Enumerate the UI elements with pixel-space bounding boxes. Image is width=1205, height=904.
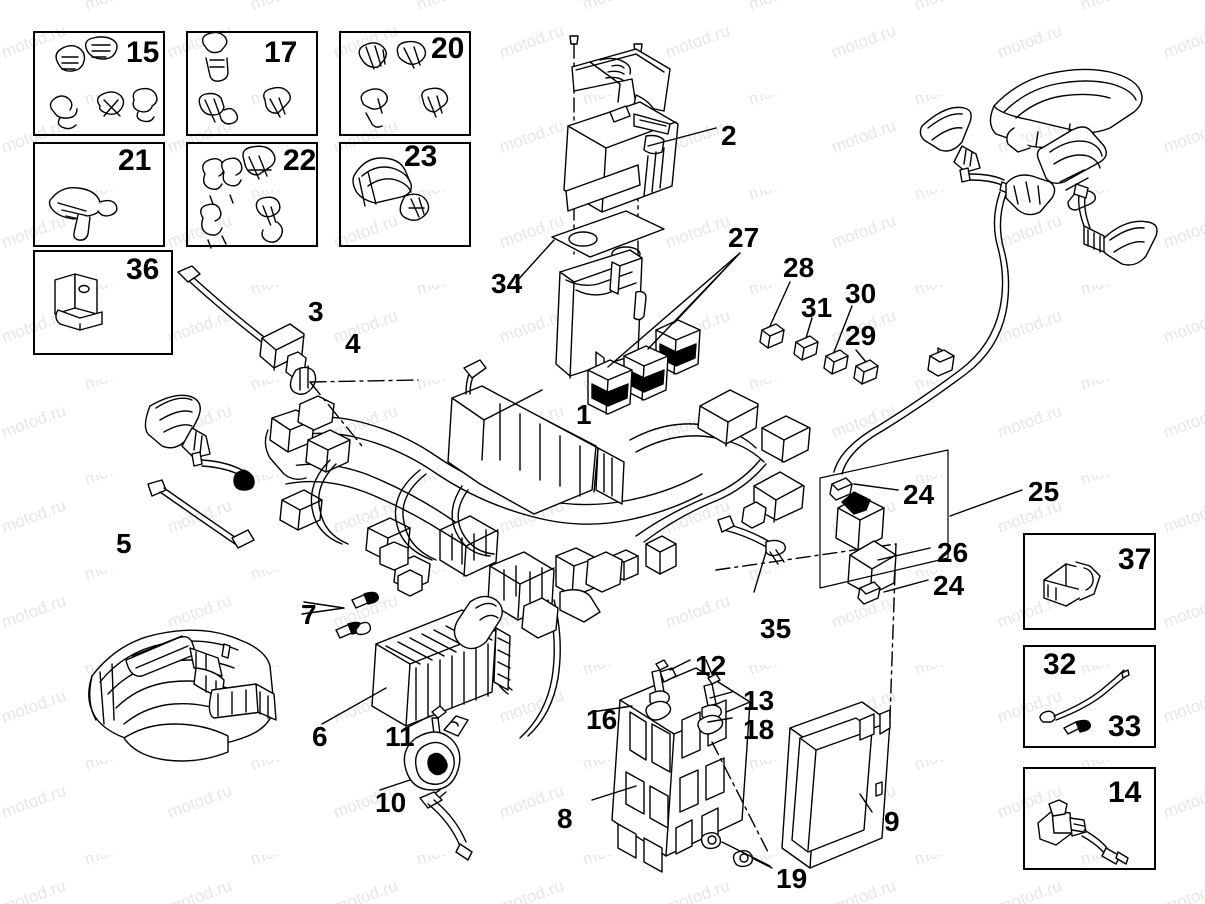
part-number-34: 34	[491, 268, 523, 299]
taillight-assembly	[833, 68, 1158, 475]
callout-box-15[interactable]	[33, 31, 165, 136]
fuse-box-8	[591, 667, 751, 873]
part-number-8: 8	[557, 803, 573, 834]
callout-box-21[interactable]	[33, 142, 165, 247]
part-number-7: 7	[301, 599, 317, 630]
main-harness	[264, 359, 811, 739]
part-number-10: 10	[375, 787, 407, 818]
part-number-30: 30	[845, 278, 877, 309]
part-number-35: 35	[760, 613, 792, 644]
part-number-9: 9	[884, 806, 900, 837]
relay-group-27	[587, 252, 741, 415]
part-number-29: 29	[845, 320, 877, 351]
part-number-26: 26	[937, 537, 969, 568]
callout-box-36[interactable]	[33, 250, 173, 355]
callout-box-23[interactable]	[339, 142, 471, 247]
part-number-11: 11	[385, 721, 415, 752]
part-number-1: 1	[576, 399, 592, 430]
voltage-regulator	[301, 591, 511, 735]
callout-box-17[interactable]	[186, 31, 318, 136]
part-number-16: 16	[586, 704, 618, 735]
part-number-2: 2	[721, 120, 737, 151]
part-number-31: 31	[801, 292, 833, 323]
part-number-19: 19	[776, 863, 808, 894]
throttle-lever-group	[453, 551, 623, 650]
part-number-4: 4	[345, 328, 361, 359]
callout-box-20[interactable]	[339, 31, 471, 136]
headlight-assembly	[88, 629, 277, 762]
front-signal-and-leads	[144, 265, 419, 549]
part-number-25: 25	[1028, 476, 1060, 507]
callout-box-37[interactable]	[1023, 533, 1156, 630]
callout-box-22[interactable]	[186, 142, 318, 247]
part-number-13: 13	[743, 685, 775, 716]
part-number-6: 6	[312, 721, 328, 752]
part-number-18: 18	[743, 714, 775, 745]
battery-assembly	[515, 35, 717, 379]
part-number-27: 27	[728, 222, 760, 253]
relay-group-25	[717, 449, 1023, 605]
part-number-24: 24	[903, 479, 935, 510]
inset-number-33: 33	[1108, 710, 1142, 743]
callout-box-14[interactable]	[1023, 767, 1156, 870]
part-number-12: 12	[695, 650, 727, 681]
part-number-28: 28	[783, 252, 815, 283]
part-number-3: 3	[308, 296, 324, 327]
part-number-5: 5	[116, 528, 132, 559]
part-number-24: 24	[933, 570, 965, 601]
